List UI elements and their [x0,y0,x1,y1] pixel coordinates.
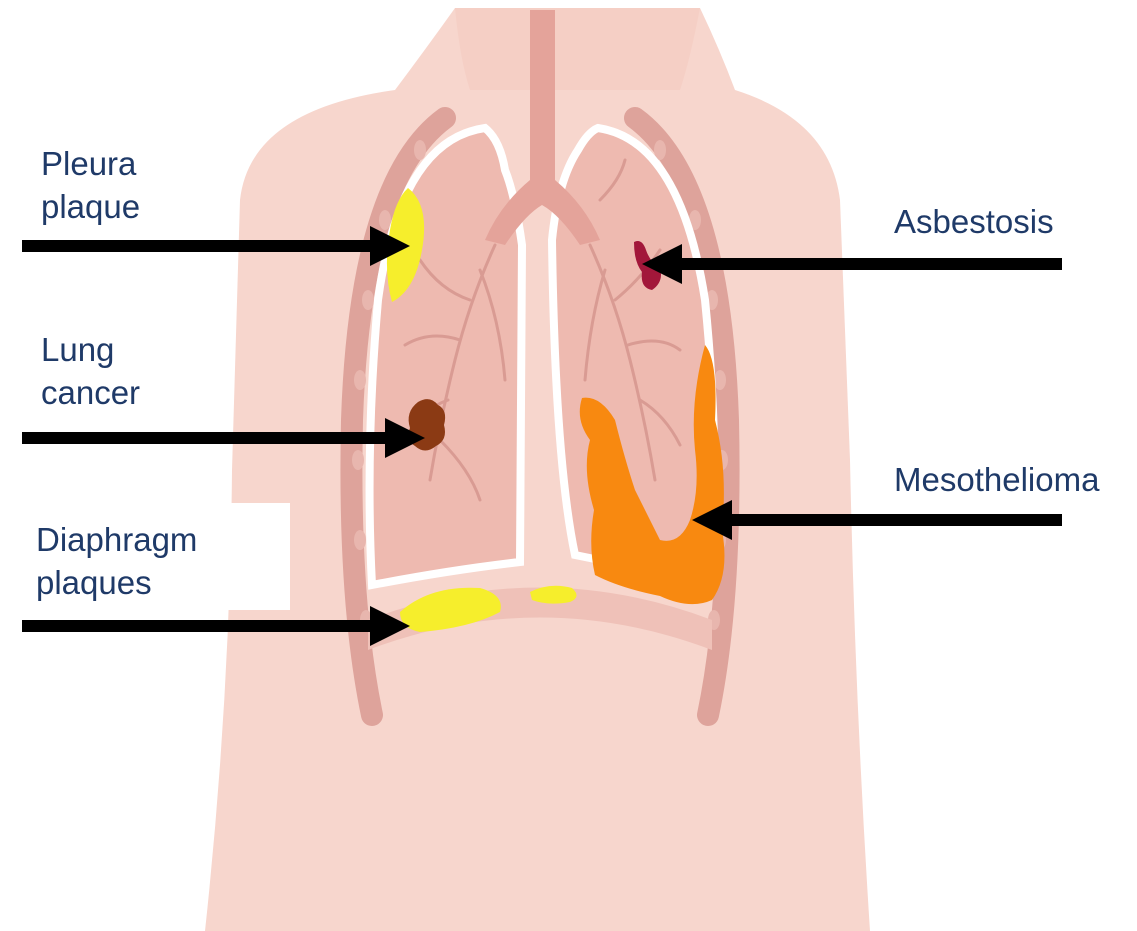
label-mesothelioma: Mesothelioma [894,458,1099,501]
label-diaphragm-plaques: Diaphragm plaques [36,518,197,604]
label-lung-cancer: Lung cancer [41,328,140,414]
label-pleura-plaque: Pleura plaque [41,142,140,228]
neck [455,8,700,90]
label-asbestosis: Asbestosis [894,200,1054,243]
